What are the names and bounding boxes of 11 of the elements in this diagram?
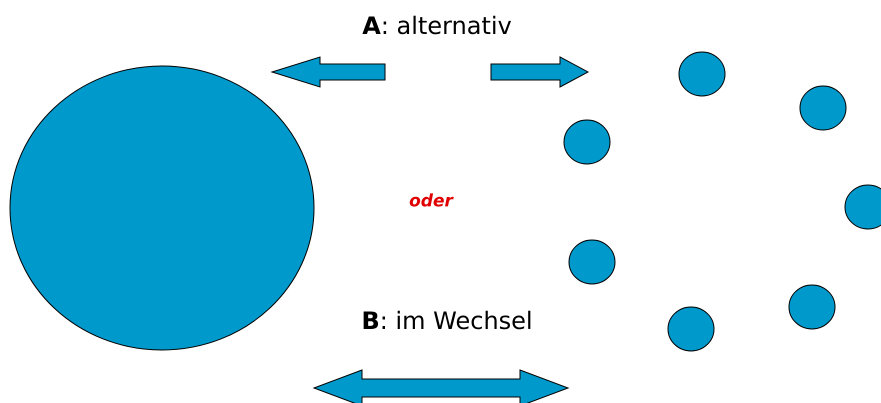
circle <box>568 240 616 284</box>
heading: A: alternativ <box>362 16 512 34</box>
circle <box>844 184 881 230</box>
circle <box>668 306 714 352</box>
circle <box>564 120 610 164</box>
circle <box>678 52 726 96</box>
heading: B: im Wechsel <box>364 310 530 330</box>
connector-word: oder <box>410 193 454 207</box>
circle <box>800 86 846 130</box>
circle <box>788 284 836 330</box>
circle <box>10 66 314 350</box>
